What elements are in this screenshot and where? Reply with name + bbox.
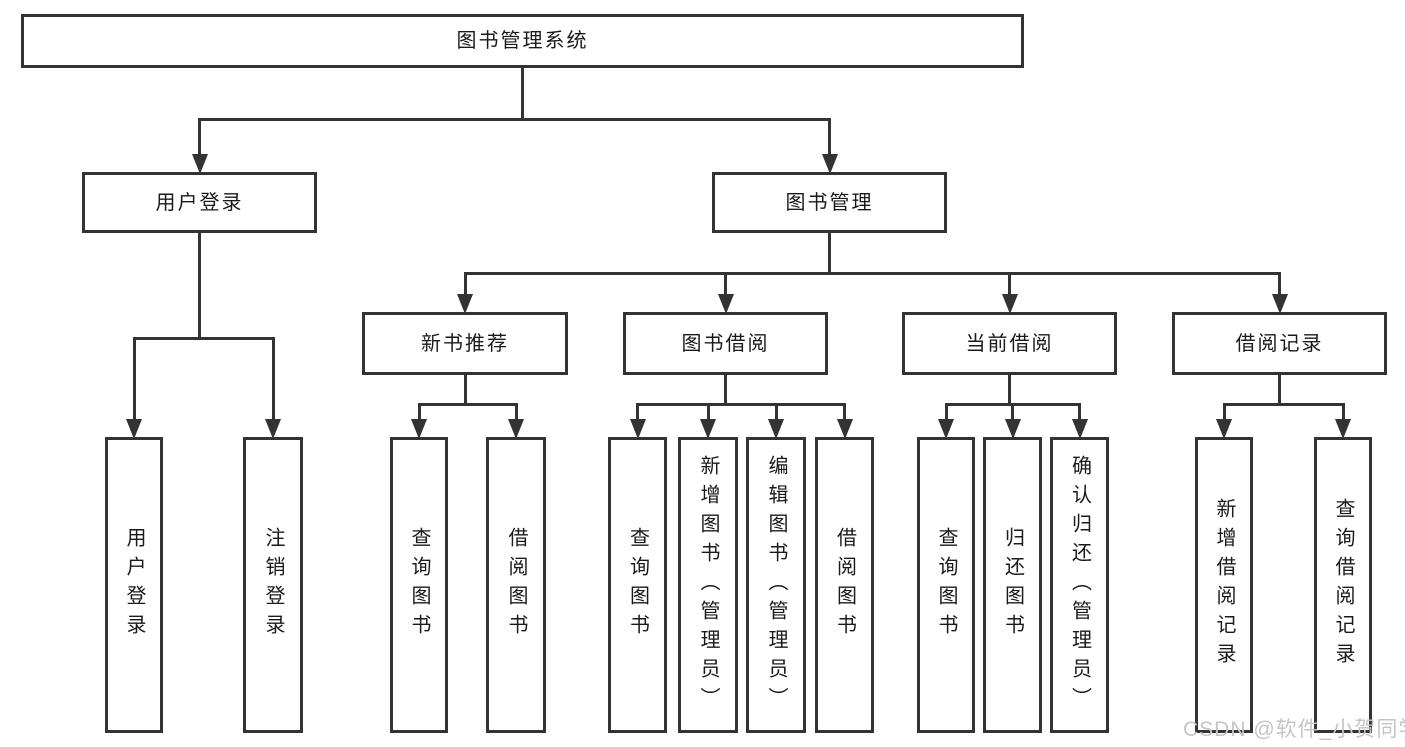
connector-branch-new-book-recommend (417, 403, 518, 406)
connector-stub-leaf-user-login (132, 337, 136, 421)
arrow-down-icon-leaf-logout (265, 419, 281, 439)
connector-stub-leaf-edit-book (774, 403, 778, 421)
node-leaf-logout: 注销登录 (243, 437, 303, 733)
arrow-down-icon-new-book-recommend (457, 294, 473, 314)
connector-trunk-borrow-records (1278, 375, 1281, 406)
node-current-borrow: 当前借阅 (902, 312, 1117, 375)
arrow-down-icon-user-login (191, 154, 208, 174)
connector-stub-new-book-recommend (463, 272, 467, 296)
node-leaf-confirm-return: 确认归还（管理员） (1050, 437, 1109, 733)
arrow-down-icon-leaf-query-book-2 (629, 419, 646, 439)
connector-branch-book-management (463, 272, 1281, 275)
connector-stub-borrow-records (1278, 272, 1281, 296)
csdn-watermark: CSDN @软件_小贺同学 (1183, 718, 1405, 741)
node-leaf-query-book-2: 查询图书 (608, 437, 667, 733)
node-leaf-query-book-3: 查询图书 (917, 437, 975, 733)
node-leaf-edit-book: 编辑图书（管理员） (746, 437, 806, 733)
connector-stub-leaf-borrow-book-2 (843, 403, 846, 421)
arrow-down-icon-current-borrow (1001, 294, 1018, 314)
connector-branch-root (198, 118, 831, 121)
arrow-down-icon-leaf-query-record (1335, 419, 1351, 439)
connector-stub-leaf-add-record (1222, 403, 1226, 421)
connector-stub-leaf-query-record (1341, 403, 1345, 421)
node-leaf-borrow-book-2: 借阅图书 (815, 437, 874, 733)
arrow-down-icon-leaf-query-book-1 (411, 419, 427, 439)
arrow-down-icon-borrow-records (1271, 294, 1288, 314)
node-leaf-add-record: 新增借阅记录 (1195, 437, 1253, 733)
node-leaf-query-book-1: 查询图书 (390, 437, 448, 733)
node-book-management: 图书管理 (712, 172, 947, 233)
arrow-down-icon-leaf-user-login (126, 419, 142, 439)
connector-trunk-user-login (198, 233, 201, 340)
arrow-down-icon-leaf-return-book (1004, 419, 1021, 439)
arrow-down-icon-leaf-borrow-book-2 (836, 419, 853, 439)
arrow-down-icon-leaf-edit-book (768, 419, 784, 439)
connector-stub-user-login (198, 118, 201, 156)
connector-trunk-book-management (828, 233, 831, 275)
node-book-borrow: 图书借阅 (623, 312, 828, 375)
arrow-down-icon-leaf-borrow-book-1 (508, 419, 524, 439)
arrow-down-icon-book-management (821, 154, 838, 174)
connector-stub-leaf-add-book (706, 403, 710, 421)
node-borrow-records: 借阅记录 (1172, 312, 1387, 375)
connector-stub-book-management (828, 118, 831, 156)
node-user-login: 用户登录 (82, 172, 317, 233)
connector-branch-book-borrow (636, 403, 846, 406)
connector-branch-user-login (132, 337, 275, 340)
node-leaf-add-book: 新增图书（管理员） (678, 437, 738, 733)
connector-trunk-book-borrow (724, 375, 727, 406)
connector-stub-leaf-confirm-return (1078, 403, 1081, 421)
node-leaf-query-record: 查询借阅记录 (1314, 437, 1372, 733)
node-leaf-borrow-book-1: 借阅图书 (486, 437, 546, 733)
connector-stub-leaf-return-book (1011, 403, 1014, 421)
node-root: 图书管理系统 (21, 14, 1024, 68)
connector-trunk-new-book-recommend (463, 375, 467, 406)
connector-stub-leaf-query-book-2 (636, 403, 639, 421)
connector-branch-borrow-records (1222, 403, 1345, 406)
connector-stub-leaf-query-book-3 (944, 403, 948, 421)
node-leaf-return-book: 归还图书 (983, 437, 1042, 733)
node-new-book-recommend: 新书推荐 (362, 312, 568, 375)
connector-trunk-current-borrow (1008, 375, 1011, 406)
arrow-down-icon-leaf-confirm-return (1071, 419, 1088, 439)
connector-stub-leaf-logout (271, 337, 275, 421)
connector-trunk-root (521, 68, 524, 121)
arrow-down-icon-leaf-add-book (700, 419, 716, 439)
connector-stub-leaf-query-book-1 (417, 403, 421, 421)
arrow-down-icon-leaf-query-book-3 (938, 419, 954, 439)
arrow-down-icon-book-borrow (717, 294, 734, 314)
connector-stub-current-borrow (1008, 272, 1011, 296)
connector-stub-book-borrow (724, 272, 727, 296)
connector-stub-leaf-borrow-book-1 (514, 403, 518, 421)
arrow-down-icon-leaf-add-record (1216, 419, 1232, 439)
node-leaf-user-login: 用户登录 (105, 437, 163, 733)
